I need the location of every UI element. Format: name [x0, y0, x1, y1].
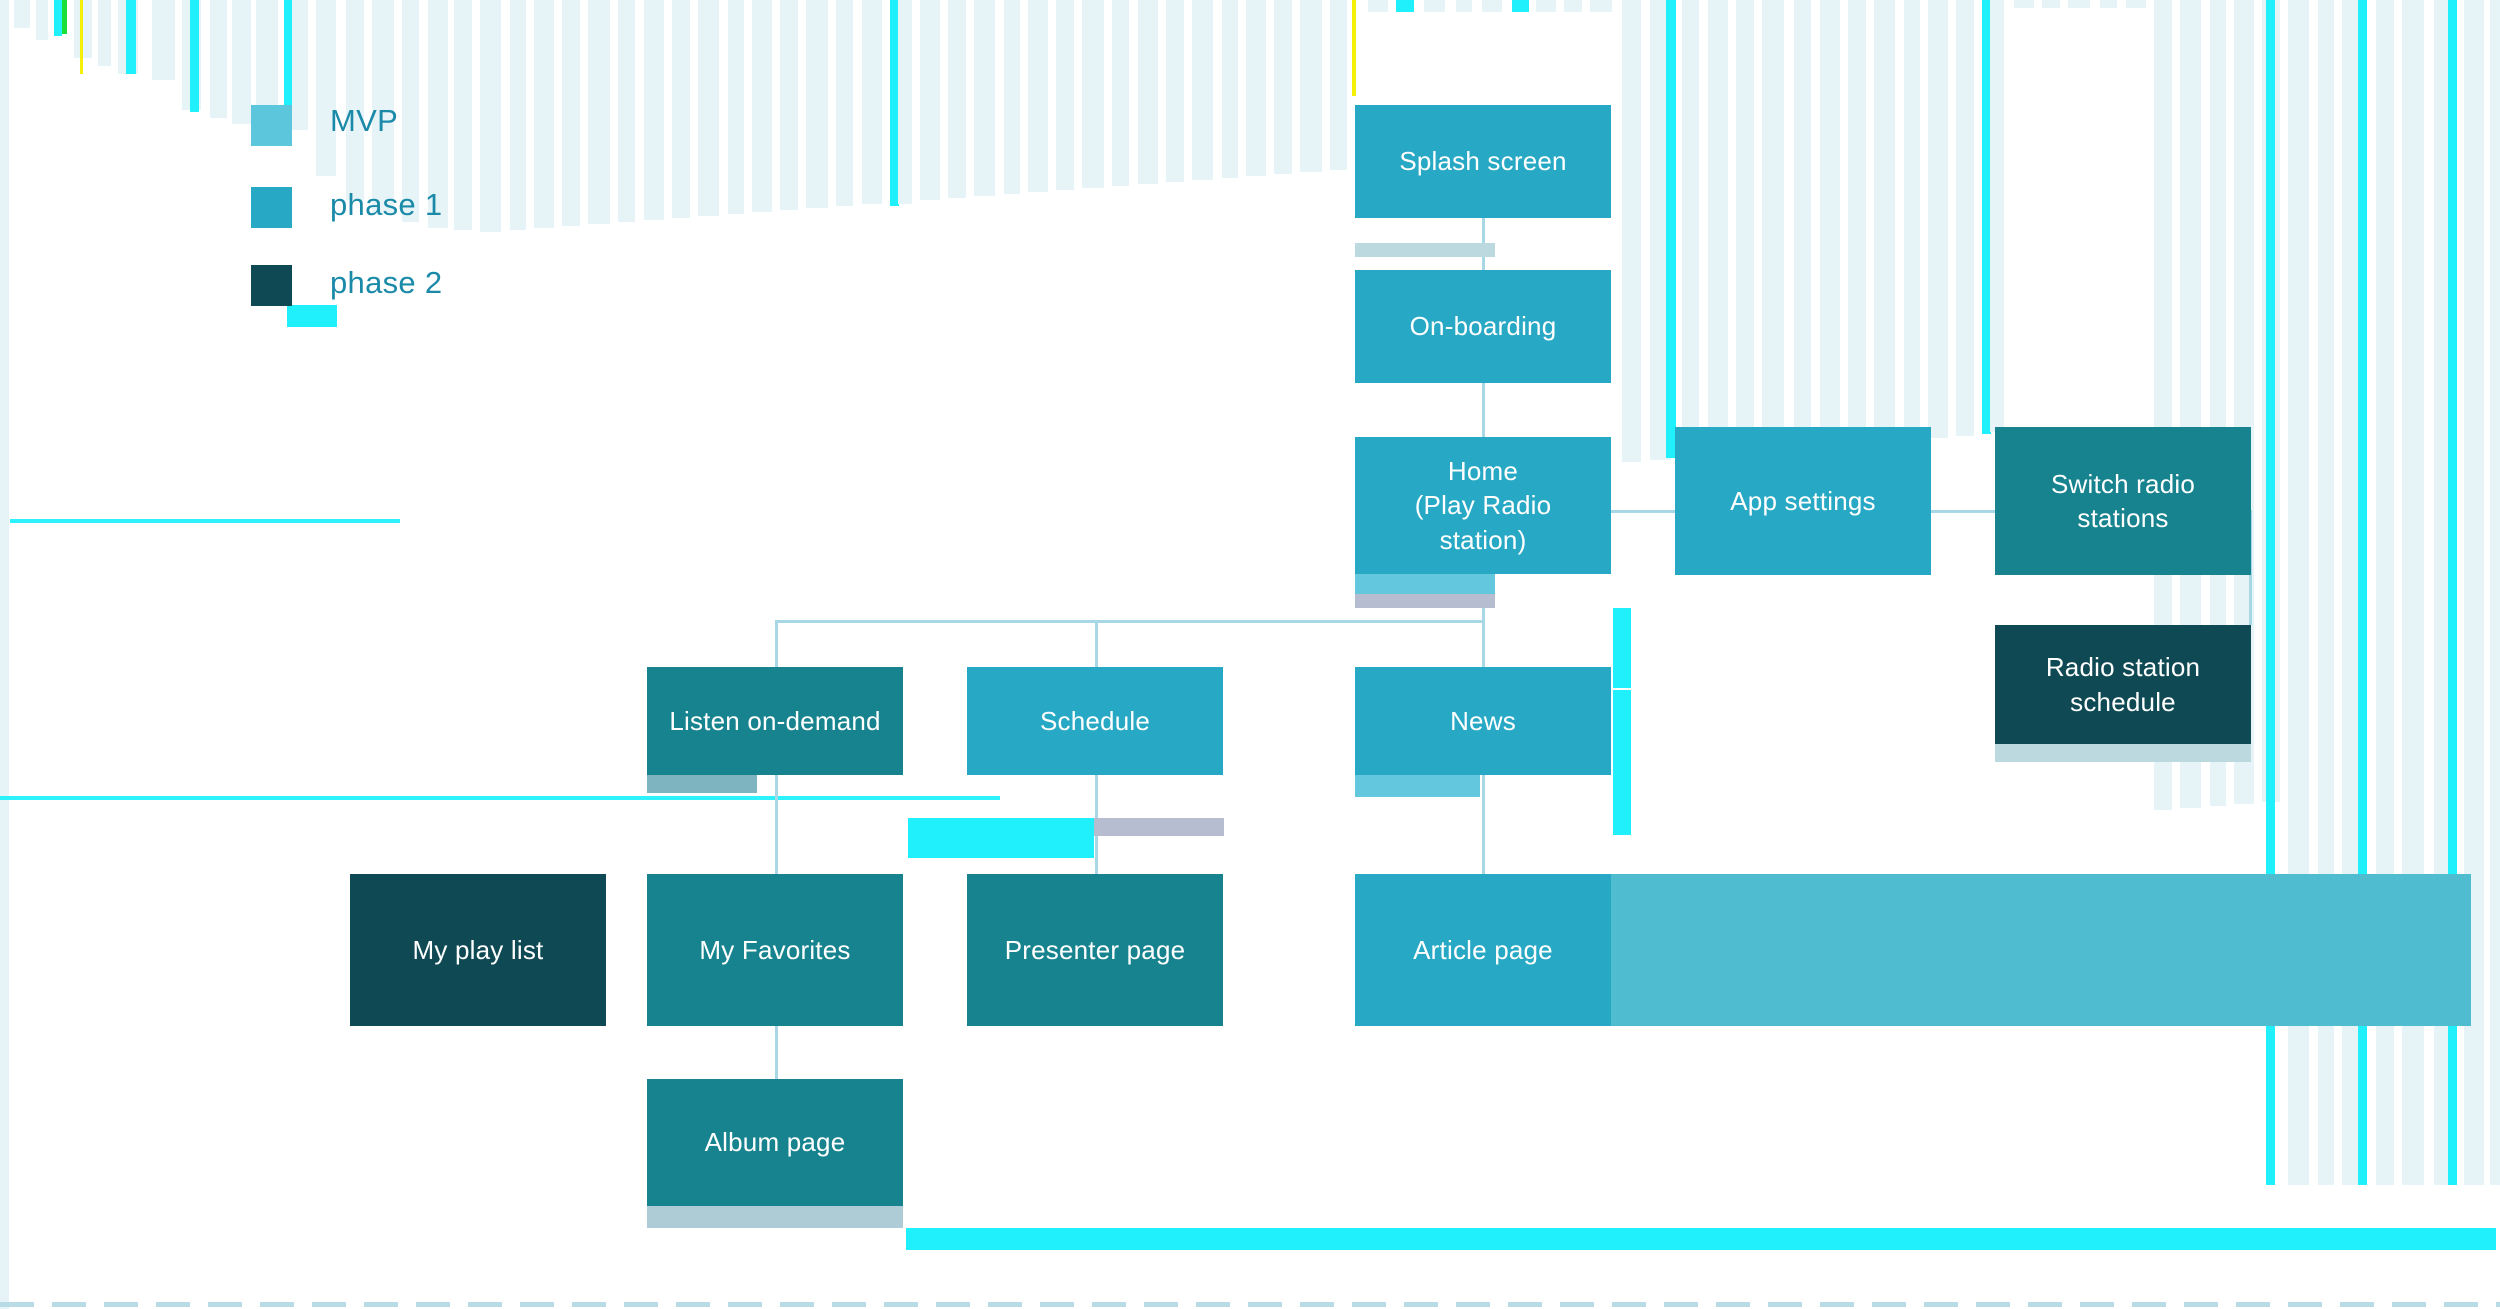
- legend-label-phase-2: phase 2: [330, 265, 443, 300]
- node-news[interactable]: News: [1355, 667, 1611, 775]
- node-label-app-settings: App settings: [1730, 485, 1876, 516]
- node-radio-station-schedule[interactable]: Radio station schedule: [1995, 625, 2251, 744]
- article-page-extension-bar: [1611, 874, 2471, 1026]
- node-label-switch-radio-stations: Switch radio stations: [2050, 468, 2196, 533]
- node-presenter-page[interactable]: Presenter page: [967, 874, 1223, 1026]
- node-label-my-play-list: My play list: [412, 934, 544, 965]
- node-on-boarding[interactable]: On-boarding: [1355, 270, 1611, 383]
- node-label-presenter-page: Presenter page: [1004, 934, 1186, 965]
- node-label-article-page: Article page: [1413, 934, 1553, 965]
- legend-swatch-phase-2: [251, 265, 292, 306]
- node-label-home-play-radio: Home (Play Radio station): [1414, 456, 1552, 555]
- node-splash-screen[interactable]: Splash screen: [1355, 105, 1611, 218]
- node-label-on-boarding: On-boarding: [1409, 311, 1557, 342]
- node-article-page[interactable]: Article page: [1355, 874, 1611, 1026]
- node-label-listen-on-demand: Listen on-demand: [669, 705, 881, 736]
- node-album-page[interactable]: Album page: [647, 1079, 903, 1206]
- node-app-settings[interactable]: App settings: [1675, 427, 1931, 575]
- node-listen-on-demand[interactable]: Listen on-demand: [647, 667, 903, 775]
- node-label-my-favorites: My Favorites: [699, 934, 851, 965]
- node-label-news: News: [1450, 705, 1516, 736]
- node-label-splash-screen: Splash screen: [1399, 146, 1567, 177]
- bottom-dashed-line: [0, 1302, 2500, 1307]
- node-label-radio-station-schedule: Radio station schedule: [2045, 652, 2201, 717]
- legend-swatch-mvp: [251, 105, 292, 146]
- node-my-play-list[interactable]: My play list: [350, 874, 606, 1026]
- legend-label-phase-1: phase 1: [330, 187, 443, 222]
- legend-swatch-phase-1: [251, 187, 292, 228]
- node-label-album-page: Album page: [704, 1127, 846, 1158]
- node-switch-radio-stations[interactable]: Switch radio stations: [1995, 427, 2251, 575]
- node-label-schedule: Schedule: [1039, 705, 1151, 736]
- node-schedule[interactable]: Schedule: [967, 667, 1223, 775]
- legend-label-mvp: MVP: [330, 103, 399, 138]
- node-home-play-radio[interactable]: Home (Play Radio station): [1355, 437, 1611, 574]
- node-my-favorites[interactable]: My Favorites: [647, 874, 903, 1026]
